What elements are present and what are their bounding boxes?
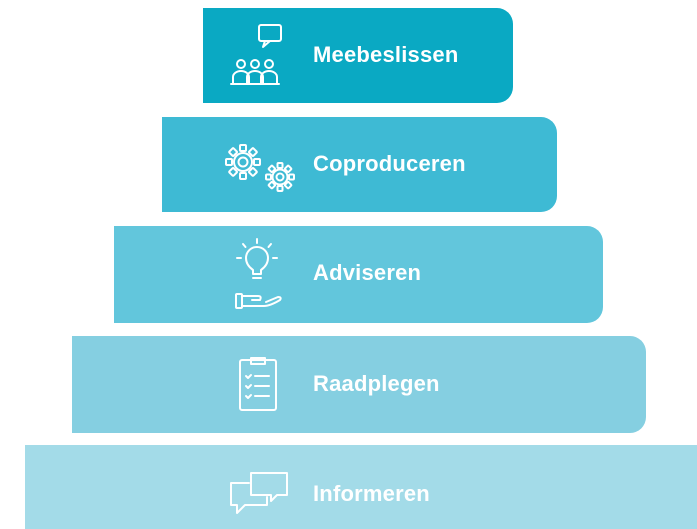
people-speech-icon <box>223 22 293 88</box>
pyramid-tier-adviseren: Adviseren <box>114 226 603 323</box>
pyramid-tier-meebeslissen: Meebeslissen <box>203 8 513 103</box>
pyramid-tier-raadplegen: Raadplegen <box>72 336 646 433</box>
pyramid-tier-informeren: Informeren <box>25 445 697 529</box>
tier-label: Adviseren <box>313 260 422 285</box>
lightbulb-hand-icon <box>230 236 290 312</box>
clipboard-checklist-icon <box>234 356 286 414</box>
chat-bubbles-icon <box>227 467 293 517</box>
tier-label: Raadplegen <box>313 371 440 396</box>
pyramid-tier-coproduceren: Coproduceren <box>162 117 557 212</box>
tier-label: Meebeslissen <box>313 42 459 67</box>
tier-label: Informeren <box>313 481 430 506</box>
tier-label: Coproduceren <box>313 151 466 176</box>
gears-icon <box>220 139 300 197</box>
